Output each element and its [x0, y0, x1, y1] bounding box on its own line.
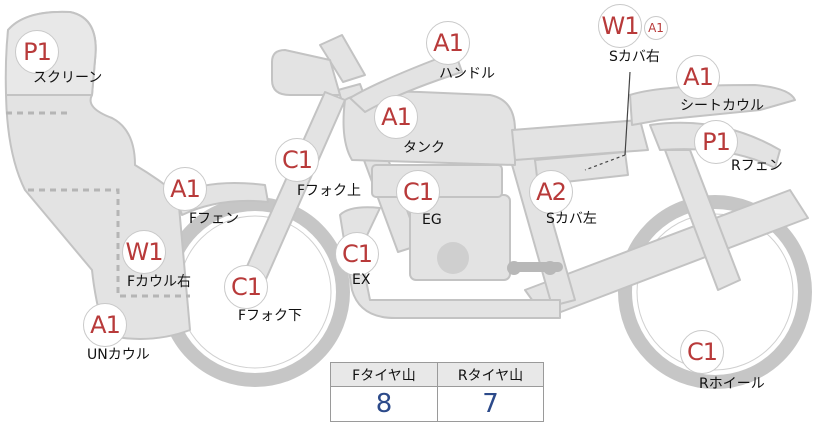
table-divider: [437, 363, 438, 421]
part-label-front-fender: Fフェン: [189, 211, 240, 227]
part-code-rear-fender: P1: [694, 120, 738, 164]
part-code-rear-wheel: C1: [680, 330, 724, 374]
rear-tire-header: Rタイヤ山: [438, 363, 543, 387]
part-code-side-cover-left: A2: [529, 170, 573, 214]
part-label-exhaust: EX: [352, 272, 371, 288]
part-code-engine: C1: [396, 170, 440, 214]
part-label-tank: タンク: [403, 140, 445, 156]
part-code-front-cowl-right: W1: [122, 230, 166, 274]
front-tire-header: Fタイヤ山: [331, 363, 437, 387]
part-label-engine: EG: [422, 212, 442, 228]
part-code-front-fork-lower: C1: [224, 265, 268, 309]
part-label-seat-cowl: シートカウル: [680, 98, 764, 114]
part-label-handlebar: ハンドル: [439, 66, 495, 82]
exhaust-pipe: [339, 206, 561, 319]
part-code-side-cover-right-secondary: A1: [644, 16, 668, 40]
part-label-under-cowl: UNカウル: [87, 347, 150, 363]
part-label-front-cowl-right: Fカウル右: [127, 274, 192, 290]
part-code-under-cowl: A1: [83, 303, 127, 347]
rear-wheel: [618, 195, 812, 389]
part-label-side-cover-right: Sカバ右: [609, 49, 660, 65]
part-code-side-cover-right: W1: [598, 4, 642, 48]
front-tire-value: 8: [375, 389, 393, 419]
part-label-front-fork-lower: Fフォク下: [238, 308, 303, 324]
part-label-screen: スクリーン: [33, 70, 103, 86]
tire-tread-table: Fタイヤ山 Rタイヤ山 8 7: [330, 362, 544, 422]
part-code-handlebar: A1: [426, 21, 470, 65]
part-code-tank: A1: [374, 95, 418, 139]
part-code-screen: P1: [15, 30, 59, 74]
seat: [511, 119, 649, 161]
rear-tire-value: 7: [482, 389, 499, 419]
part-code-seat-cowl: A1: [676, 55, 720, 99]
seat-cowl: [629, 84, 796, 126]
part-label-front-fork-upper: Fフォク上: [297, 183, 362, 199]
part-label-rear-fender: Rフェン: [731, 158, 783, 174]
part-label-side-cover-left: Sカバ左: [546, 211, 597, 227]
part-code-front-fender: A1: [163, 167, 207, 211]
part-code-exhaust: C1: [335, 232, 379, 276]
part-label-rear-wheel: Rホイール: [699, 376, 765, 392]
part-code-front-fork-upper: C1: [275, 138, 319, 182]
